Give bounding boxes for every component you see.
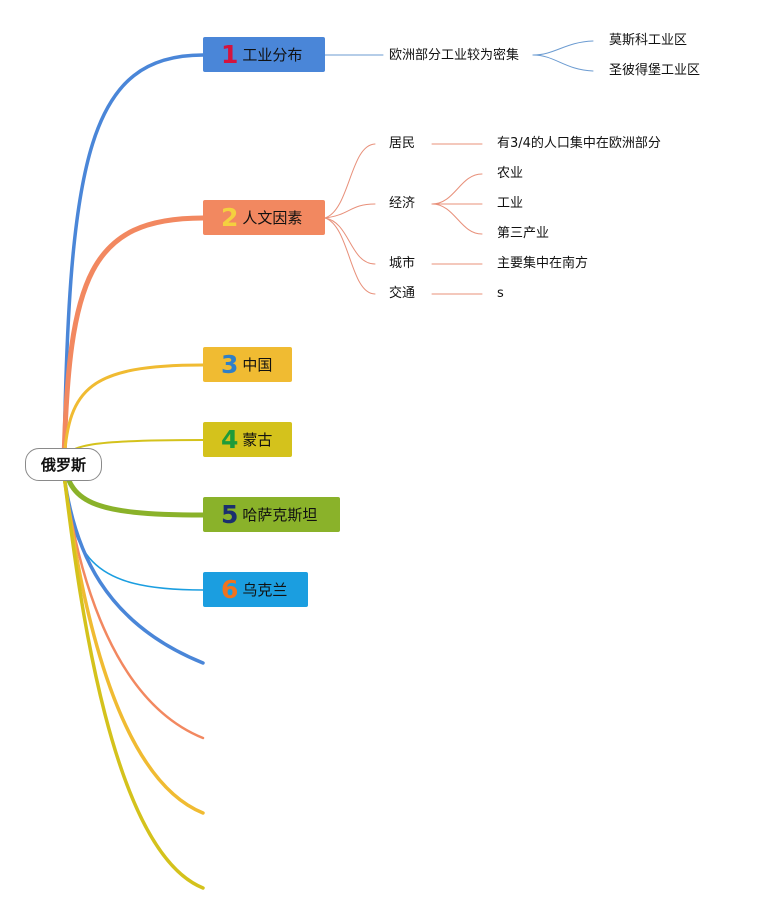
branch-mongolia[interactable]: 4 蒙古 xyxy=(203,422,292,457)
branch-label: 蒙古 xyxy=(242,431,273,449)
subtopic-industry[interactable]: 工业 xyxy=(497,196,524,211)
branch-industrial-distribution[interactable]: 1 工业分布 xyxy=(203,37,325,72)
sub-connector-2-3 xyxy=(324,217,376,265)
branch-label: 工业分布 xyxy=(242,46,303,64)
branch-label: 乌克兰 xyxy=(242,581,288,599)
empty-branch-connector-1 xyxy=(62,473,205,665)
branch-label: 中国 xyxy=(242,356,273,374)
subtopic-moscow-industrial-zone[interactable]: 莫斯科工业区 xyxy=(609,33,688,48)
subtopic-agriculture[interactable]: 农业 xyxy=(497,166,524,181)
sub-connector-2-4 xyxy=(324,217,376,295)
branch-label: 哈萨克斯坦 xyxy=(242,506,318,524)
branch-ukraine[interactable]: 6 乌克兰 xyxy=(203,572,308,607)
subtopic-europe-industry-dense[interactable]: 欧洲部分工业较为密集 xyxy=(389,48,520,63)
branch-number-badge: 2 xyxy=(221,203,238,232)
sub-connector-2-2 xyxy=(324,203,376,219)
branch-number-badge: 1 xyxy=(221,40,238,69)
sub-connector-1-1-2 xyxy=(532,54,594,72)
sub-connector-2-2-3 xyxy=(431,203,483,235)
subtopic-mainly-in-south[interactable]: 主要集中在南方 xyxy=(497,256,589,271)
sub-branch-connectors xyxy=(324,40,594,295)
subtopic-transport-detail[interactable]: s xyxy=(497,286,504,301)
branch-connector-1 xyxy=(62,53,205,462)
branch-connector-3 xyxy=(62,363,205,462)
branch-number-badge: 3 xyxy=(221,350,238,379)
root-topic[interactable]: 俄罗斯 xyxy=(25,448,102,481)
branch-human-factors[interactable]: 2 人文因素 xyxy=(203,200,325,235)
subtopic-cities[interactable]: 城市 xyxy=(389,256,416,271)
subtopic-residents[interactable]: 居民 xyxy=(389,136,416,151)
branch-connector-2 xyxy=(61,215,206,463)
subtopic-st-petersburg-industrial-zone[interactable]: 圣彼得堡工业区 xyxy=(609,63,701,78)
branch-number-badge: 4 xyxy=(221,425,238,454)
subtopic-economy[interactable]: 经济 xyxy=(389,196,416,211)
empty-branch-connector-3 xyxy=(62,473,205,815)
branch-kazakhstan[interactable]: 5 哈萨克斯坦 xyxy=(203,497,340,532)
branch-number-badge: 6 xyxy=(221,575,238,604)
sub-connector-1-1-1 xyxy=(532,40,594,56)
branch-number-badge: 5 xyxy=(221,500,238,529)
empty-branch-connector-4 xyxy=(62,473,205,890)
sub-connector-2-2-1 xyxy=(431,173,483,205)
branch-china[interactable]: 3 中国 xyxy=(203,347,292,382)
root-branch-curves xyxy=(61,53,206,890)
subtopic-tertiary-industry[interactable]: 第三产业 xyxy=(497,226,550,241)
subtopic-population-in-europe[interactable]: 有3/4的人口集中在欧洲部分 xyxy=(497,136,661,151)
sub-connector-2-1 xyxy=(324,143,376,219)
branch-label: 人文因素 xyxy=(242,209,303,227)
subtopic-transport[interactable]: 交通 xyxy=(389,286,416,301)
